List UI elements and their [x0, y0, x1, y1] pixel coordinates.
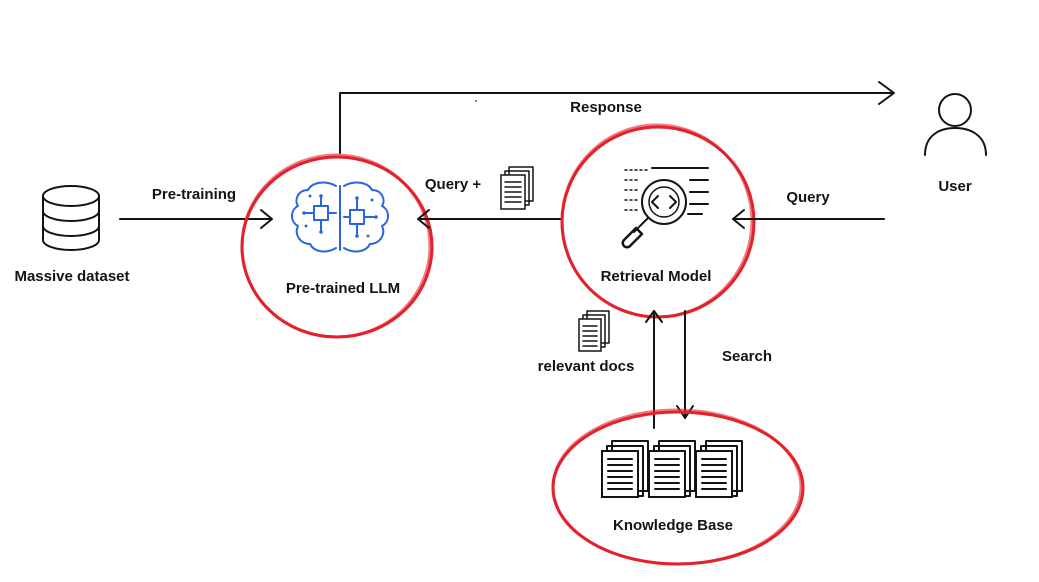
retrieval-model-ring [560, 123, 756, 319]
document-stack-icon [601, 440, 649, 498]
response-label: Response [570, 99, 642, 116]
response-arrow [339, 81, 895, 154]
relevant-docs-arrow [645, 310, 663, 429]
pre-training-label: Pre-training [152, 186, 236, 203]
query-plus-docs-arrow [417, 209, 563, 229]
document-stack-icon [500, 166, 534, 210]
search-label: Search [722, 348, 772, 365]
pretrained-llm-ring [240, 153, 434, 339]
user-icon [924, 93, 987, 156]
stray-dot [475, 100, 477, 102]
relevant-docs-label: relevant docs [538, 358, 635, 375]
query-arrow [732, 209, 885, 229]
document-stack-icon [578, 310, 610, 352]
knowledge-base-label: Knowledge Base [613, 517, 733, 534]
brain-chip-icon [291, 181, 389, 253]
query-label: Query [786, 189, 830, 206]
pretrained-llm-label: Pre-trained LLM [286, 280, 400, 297]
search-arrow [676, 310, 694, 419]
document-stack-icon [695, 440, 743, 498]
query-plus-label: Query + [425, 176, 482, 193]
user-label: User [938, 178, 972, 195]
retrieval-model-label: Retrieval Model [601, 268, 712, 285]
database-icon [42, 185, 100, 251]
knowledge-base-ring [551, 408, 805, 566]
massive-dataset-label: Massive dataset [14, 268, 129, 285]
magnifier-code-icon [621, 167, 709, 249]
document-stack-icon [648, 440, 696, 498]
